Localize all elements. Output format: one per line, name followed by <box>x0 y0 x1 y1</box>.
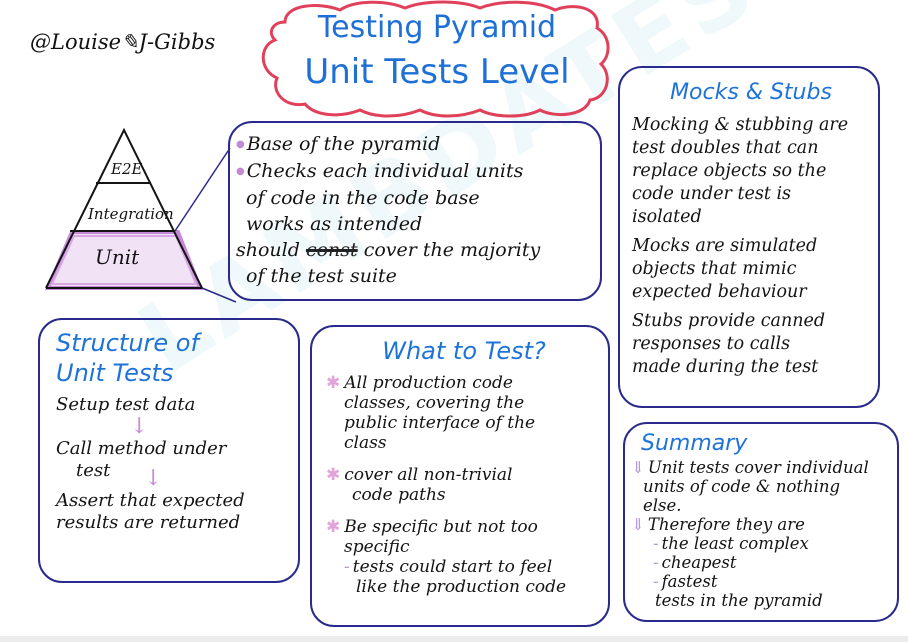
what-item-1: ✱All production code classes, covering t… <box>326 373 602 453</box>
summary-sub-item: fastest <box>661 572 718 591</box>
summary-closing: tests in the pyramid <box>655 591 823 610</box>
unit-item-3: should const cover the majority <box>236 237 594 263</box>
mocks-stubs-box: Mocks & Stubs Mocking & stubbing are tes… <box>618 66 880 408</box>
text-line: units of code & nothing <box>643 477 841 496</box>
text-line: Stubs provide canned <box>632 311 826 331</box>
text-line: code under test is <box>632 184 792 204</box>
pyramid-level-unit: Unit <box>95 245 140 269</box>
text-line: Therefore they are <box>647 515 805 534</box>
page-title: Testing Pyramid Unit Tests Level <box>262 6 612 94</box>
unit-item-3-prefix: should <box>236 239 300 261</box>
unit-item-3-line-2: of the test suite <box>246 265 397 287</box>
text-line: code paths <box>352 485 446 505</box>
pyramid-diagram <box>44 127 237 303</box>
bullet-dot-icon: ● <box>236 139 245 150</box>
structure-heading: Structure of Unit Tests <box>56 328 290 388</box>
down-arrow-bullet-icon: ⇓ <box>631 458 645 477</box>
struck-word: const <box>305 239 358 261</box>
text-line: Be specific but not too <box>344 517 538 537</box>
down-arrow-bullet-icon: ⇓ <box>631 515 645 534</box>
text-line: test doubles that can <box>632 138 819 158</box>
unit-item-2-line-3: works as intended <box>246 213 423 235</box>
text-line: Unit tests cover individual <box>647 458 869 477</box>
summary-item-2: ⇓Therefore they are -the least complex -… <box>631 515 893 610</box>
text-line: Mocks are simulated <box>632 236 818 256</box>
structure-heading-line-2: Unit Tests <box>56 359 174 387</box>
mocks-stubs-paragraph-1: Mocking & stubbing are test doubles that… <box>632 114 870 229</box>
text-line: class <box>344 433 387 453</box>
text-line: else. <box>643 496 682 515</box>
summary-sub-item: the least complex <box>661 534 809 553</box>
dash-bullet-icon: - <box>344 557 350 577</box>
summary-box: Summary ⇓Unit tests cover individual uni… <box>623 422 899 622</box>
text-line: classes, covering the <box>344 393 525 413</box>
bullet-dot-icon: ● <box>236 166 245 177</box>
pyramid-level-integration: Integration <box>88 205 174 223</box>
structure-heading-line-1: Structure of <box>56 329 199 357</box>
title-line-2: Unit Tests Level <box>304 52 570 92</box>
step-call-line-1: Call method under <box>56 438 227 459</box>
arrow-down-icon: ↓ <box>144 466 163 491</box>
what-item-2: ✱cover all non-trivial code paths <box>326 465 602 505</box>
text-line: responses to calls <box>632 334 791 354</box>
what-to-test-box: What to Test? ✱All production code class… <box>310 325 610 627</box>
unit-item-2: ●Checks each individual units <box>236 158 594 185</box>
pyramid-level-e2e: E2E <box>111 160 143 178</box>
text-line: isolated <box>632 207 702 227</box>
arrow-down-icon: ↓ <box>130 414 149 439</box>
unit-item-2-line-1: Checks each individual units <box>246 160 524 182</box>
unit-item-2-line-2: of code in the code base <box>246 187 480 209</box>
text-line: objects that mimic <box>632 259 797 279</box>
step-setup: Setup test data <box>56 394 196 415</box>
bottom-edge <box>0 636 908 642</box>
text-line: specific <box>344 537 410 557</box>
author-handle: @Louise✎J-Gibbs <box>30 30 216 54</box>
title-cloud-shape <box>261 0 610 118</box>
text-line: made during the test <box>632 357 819 377</box>
text-line: cover all non-trivial <box>344 465 513 485</box>
sub-item-line-2: like the production code <box>356 577 567 597</box>
text-line: expected behaviour <box>632 282 807 302</box>
unit-item-3-suffix: cover the majority <box>363 239 541 261</box>
mocks-stubs-paragraph-2: Mocks are simulated objects that mimic e… <box>632 235 870 304</box>
unit-item-1: ●Base of the pyramid <box>236 131 594 158</box>
asterisk-bullet-icon: ✱ <box>326 517 341 537</box>
step-assert-line-1: Assert that expected <box>56 490 245 511</box>
structure-box: Structure of Unit Tests Setup test data … <box>38 318 300 583</box>
what-to-test-heading: What to Test? <box>382 337 546 365</box>
text-line: Mocking & stubbing are <box>632 115 849 135</box>
unit-description-box: ●Base of the pyramid ●Checks each indivi… <box>228 121 602 301</box>
asterisk-bullet-icon: ✱ <box>326 465 341 485</box>
sub-item-line-1: tests could start to feel <box>352 557 553 577</box>
step-assert-line-2: results are returned <box>56 512 241 533</box>
summary-heading: Summary <box>641 431 748 456</box>
asterisk-bullet-icon: ✱ <box>326 373 341 393</box>
mocks-stubs-heading: Mocks & Stubs <box>670 80 832 105</box>
dash-bullet-icon: - <box>653 534 659 553</box>
summary-sub-item: cheapest <box>661 553 737 572</box>
step-call-line-2: test <box>76 460 111 481</box>
text-line: All production code <box>344 373 513 393</box>
dash-bullet-icon: - <box>653 572 659 591</box>
dash-bullet-icon: - <box>653 553 659 572</box>
text-line: replace objects so the <box>632 161 827 181</box>
what-item-3: ✱Be specific but not too specific -tests… <box>326 517 602 597</box>
unit-item-1-text: Base of the pyramid <box>246 133 441 155</box>
text-line: public interface of the <box>344 413 536 433</box>
mocks-stubs-paragraph-3: Stubs provide canned responses to calls … <box>632 310 870 379</box>
summary-item-1: ⇓Unit tests cover individual units of co… <box>631 458 893 515</box>
title-line-1: Testing Pyramid <box>317 10 557 45</box>
